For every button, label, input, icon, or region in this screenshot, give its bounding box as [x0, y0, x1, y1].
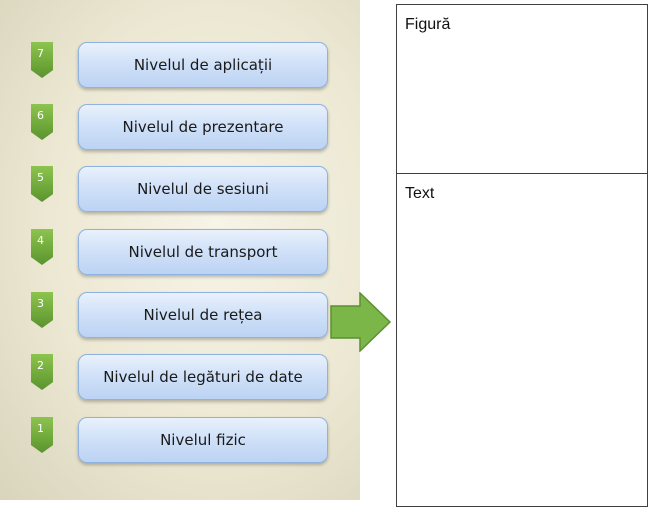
- layer-number: 2: [37, 359, 44, 372]
- layer-number: 7: [37, 47, 44, 60]
- layer-badge-5: 5: [31, 166, 53, 202]
- layer-button-session[interactable]: Nivelul de sesiuni: [78, 166, 328, 212]
- osi-layer-stack: 7 Nivelul de aplicații 6 Nivelul de prez…: [0, 0, 360, 500]
- layer-badge-3: 3: [31, 292, 53, 328]
- layer-row-5: 5 Nivelul de sesiuni: [0, 166, 360, 214]
- layer-number: 3: [37, 297, 44, 310]
- figure-panel-label: Figură: [405, 16, 451, 33]
- layer-button-application[interactable]: Nivelul de aplicații: [78, 42, 328, 88]
- layer-button-physical[interactable]: Nivelul fizic: [78, 417, 328, 463]
- layer-row-4: 4 Nivelul de transport: [0, 229, 360, 277]
- layer-row-2: 2 Nivelul de legături de date: [0, 354, 360, 402]
- layer-button-presentation[interactable]: Nivelul de prezentare: [78, 104, 328, 150]
- layer-number: 1: [37, 422, 44, 435]
- text-panel: Text: [396, 173, 648, 507]
- layer-badge-4: 4: [31, 229, 53, 265]
- layer-row-7: 7 Nivelul de aplicații: [0, 42, 360, 90]
- layer-button-transport[interactable]: Nivelul de transport: [78, 229, 328, 275]
- layer-number: 5: [37, 171, 44, 184]
- layer-badge-2: 2: [31, 354, 53, 390]
- layer-row-3: 3 Nivelul de rețea: [0, 292, 360, 340]
- layer-badge-1: 1: [31, 417, 53, 453]
- layer-button-data-link[interactable]: Nivelul de legături de date: [78, 354, 328, 400]
- layer-row-6: 6 Nivelul de prezentare: [0, 104, 360, 152]
- layer-number: 6: [37, 109, 44, 122]
- layer-row-1: 1 Nivelul fizic: [0, 417, 360, 465]
- layer-number: 4: [37, 234, 44, 247]
- layer-button-network[interactable]: Nivelul de rețea: [78, 292, 328, 338]
- layer-badge-6: 6: [31, 104, 53, 140]
- right-arrow-icon: [330, 292, 392, 352]
- text-panel-label: Text: [405, 185, 435, 202]
- layer-badge-7: 7: [31, 42, 53, 78]
- figure-panel: Figură: [396, 4, 648, 174]
